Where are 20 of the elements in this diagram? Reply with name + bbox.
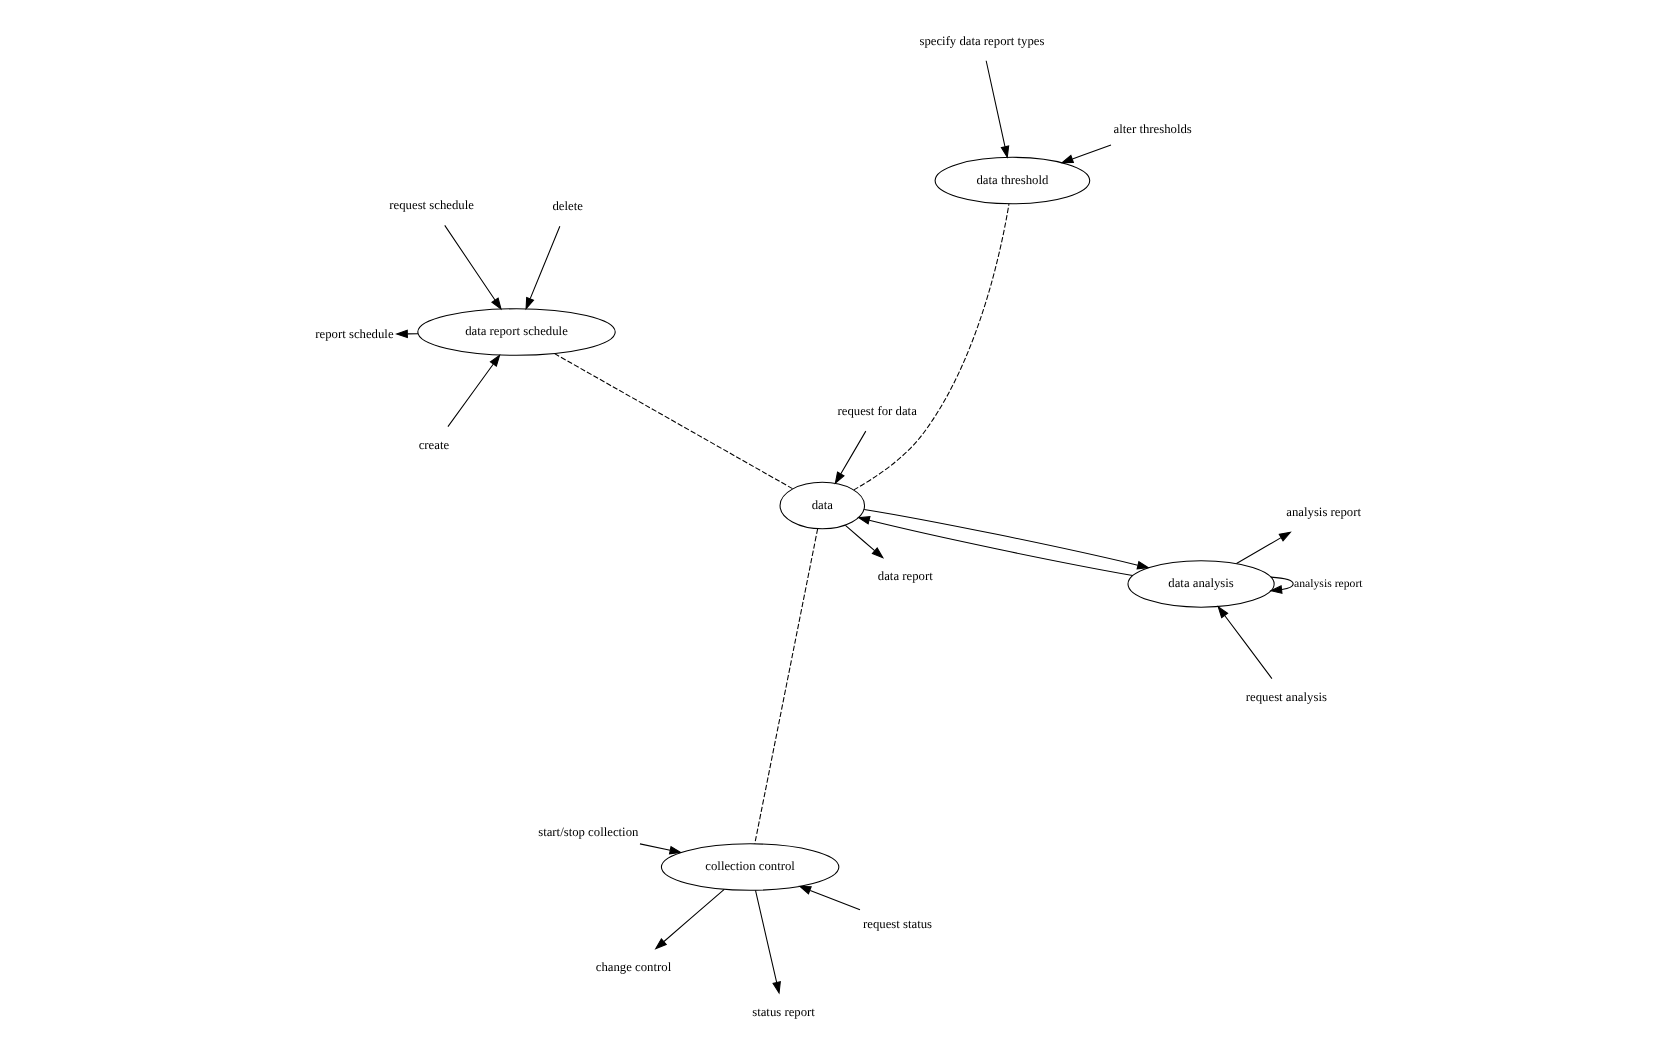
arrow <box>638 842 682 854</box>
arrow <box>653 887 724 949</box>
arrow <box>524 224 560 310</box>
arrow <box>1235 530 1291 563</box>
arrow <box>984 59 1009 158</box>
arrow <box>394 328 418 338</box>
arrow <box>443 223 501 310</box>
connector <box>753 527 818 844</box>
arrow <box>1216 604 1272 679</box>
arrow <box>843 523 884 558</box>
connector <box>852 202 1009 490</box>
arrow <box>833 429 866 484</box>
arrow <box>797 884 860 910</box>
connector <box>553 352 793 489</box>
arrow <box>862 507 1149 569</box>
arrow <box>753 888 780 994</box>
arrow <box>856 515 1133 576</box>
arrow <box>1059 143 1111 163</box>
arrow <box>1268 575 1293 593</box>
arrow <box>446 353 500 427</box>
